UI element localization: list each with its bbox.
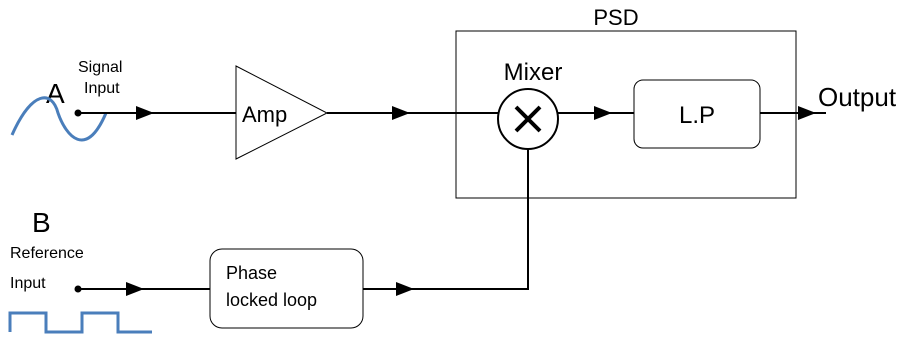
output-label: Output (818, 82, 897, 112)
arrowhead-icon (396, 282, 414, 296)
amp-label: Amp (242, 102, 287, 127)
multiply-icon (514, 105, 542, 133)
pll-label-line2: locked loop (226, 290, 317, 310)
mixer-label: Mixer (504, 59, 563, 86)
square-wave-icon (8, 311, 152, 334)
wire-pll-to-mixer (363, 149, 529, 290)
arrowhead-icon (126, 282, 144, 296)
arrowhead-icon (594, 106, 612, 120)
sine-wave-icon (10, 96, 108, 142)
signal-b-label-line2: Input (10, 275, 46, 292)
arrowhead-icon (392, 106, 410, 120)
pll-label-line1: Phase (226, 263, 277, 283)
lowpass-label: L.P (679, 102, 715, 129)
psd-label: PSD (593, 5, 638, 30)
pll-box (209, 248, 364, 329)
signal-a-label-line2: Input (84, 80, 120, 97)
signal-b-letter: B (32, 207, 51, 238)
signal-b-label-line1: Reference (10, 245, 84, 262)
arrowhead-icon (136, 106, 154, 120)
signal-a-label-line1: Signal (78, 59, 122, 76)
arrowhead-icon (798, 106, 816, 120)
psd-box (455, 30, 797, 199)
amp-triangle (235, 65, 329, 160)
